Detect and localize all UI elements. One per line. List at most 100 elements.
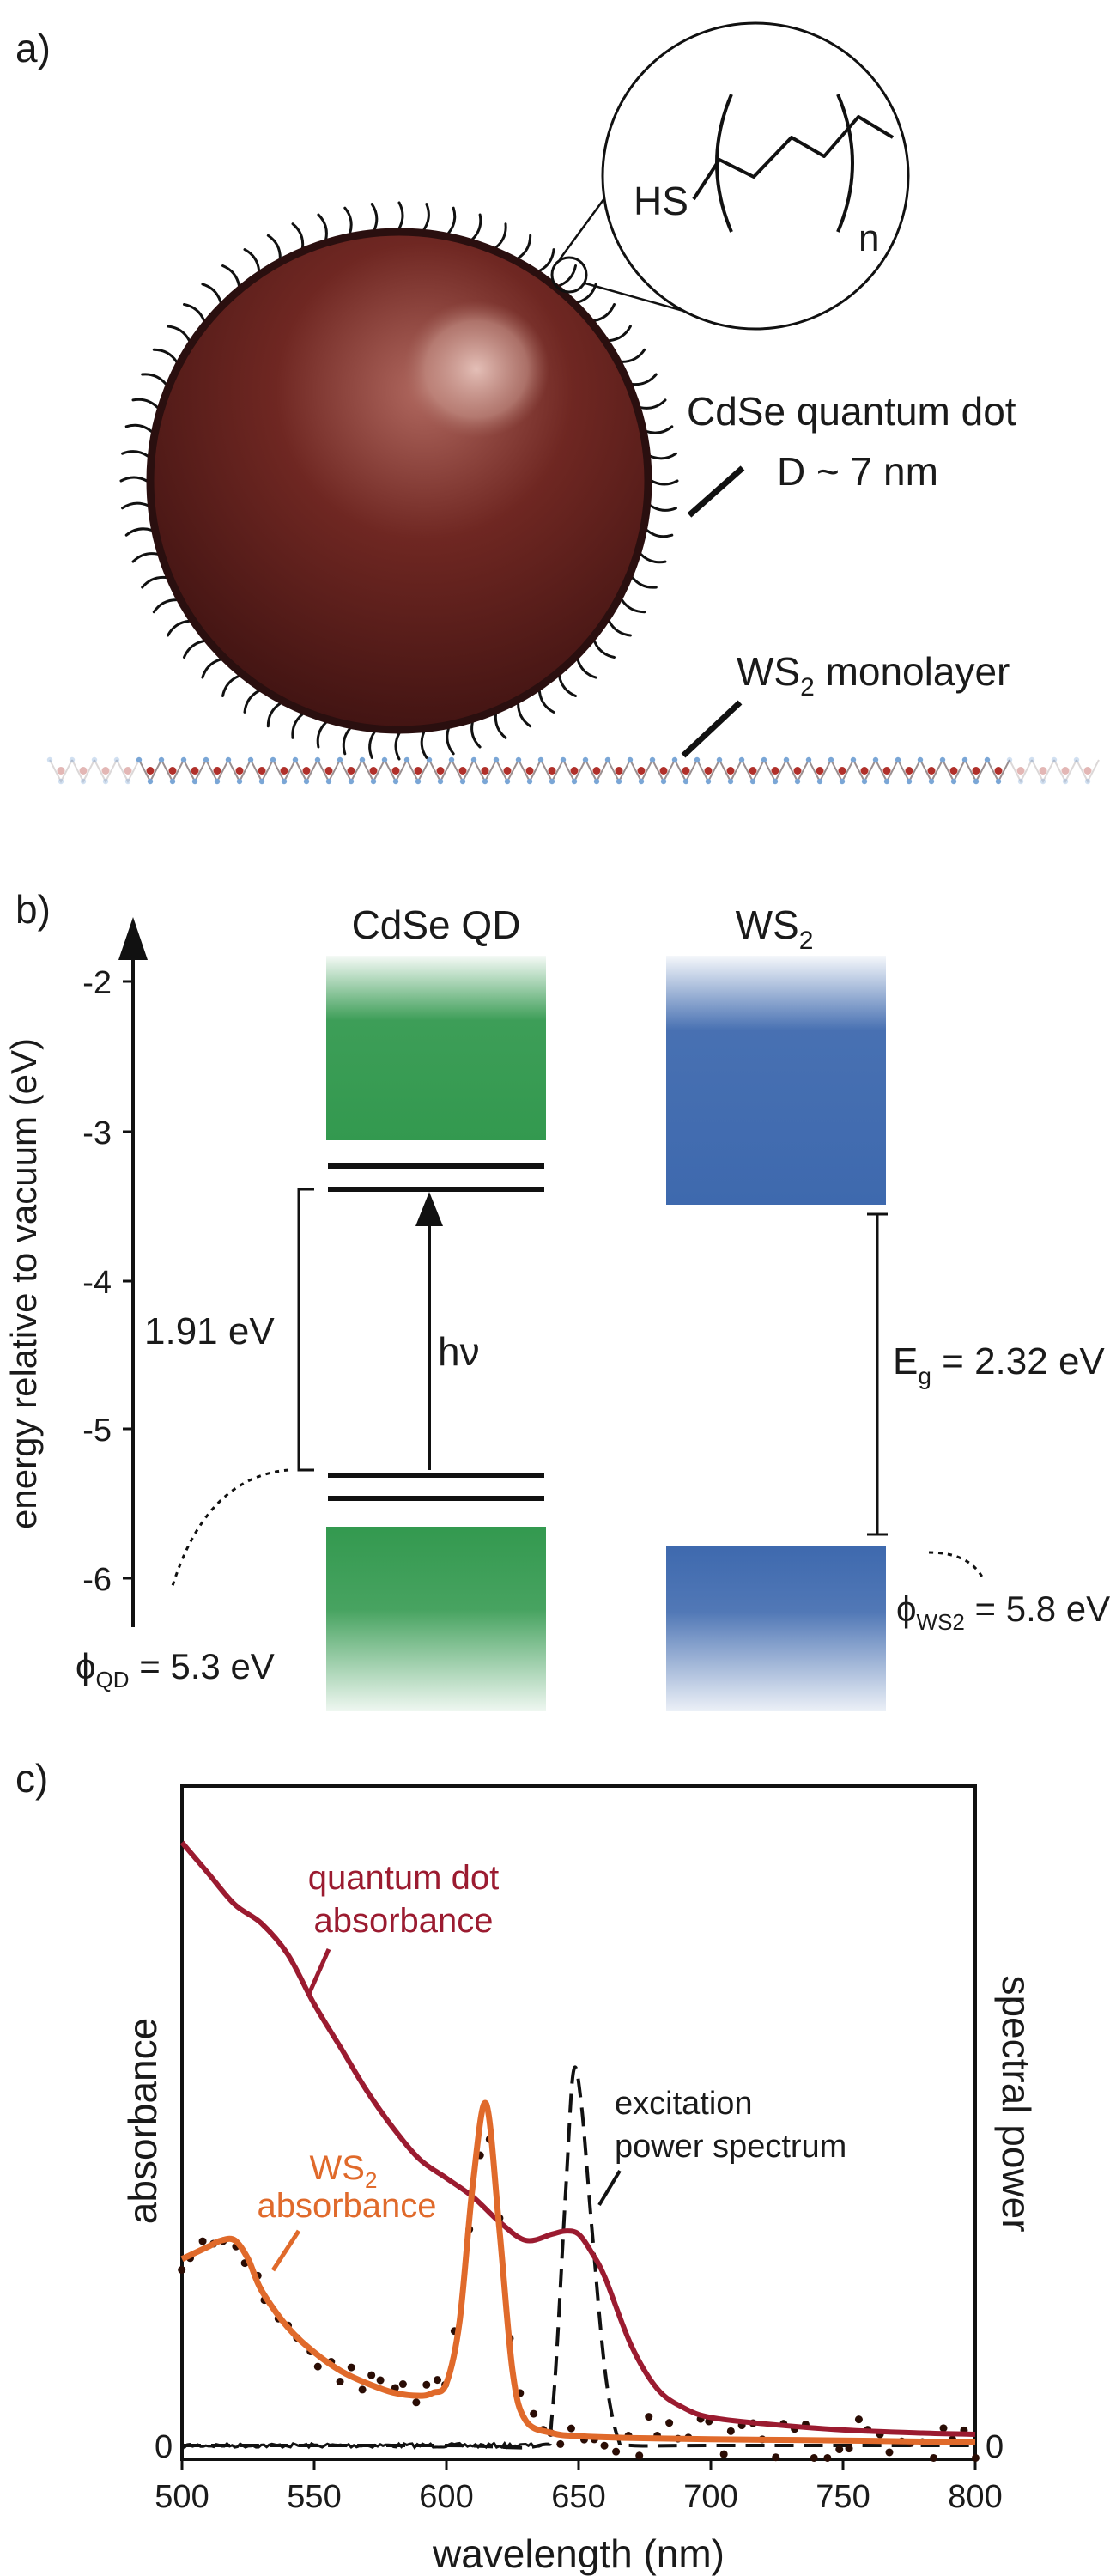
lattice-tungsten-atom <box>816 767 824 775</box>
ligand-hair <box>645 528 674 538</box>
lattice-sulfur-atom <box>749 778 756 785</box>
lattice-sulfur-atom <box>337 756 343 763</box>
phi-ws2-label: ϕWS2 = 5.8 eV <box>896 1589 1110 1635</box>
ligand-hair <box>124 423 154 434</box>
lattice-bond <box>1009 759 1033 784</box>
ws2-data-point <box>567 2424 575 2433</box>
lattice-sulfur-atom <box>448 756 455 763</box>
lattice-tungsten-atom <box>324 767 333 775</box>
lattice-sulfur-atom <box>537 756 544 763</box>
lattice-sulfur-atom <box>761 756 767 763</box>
series-excitation-line <box>182 2065 975 2450</box>
ws2-data-point <box>336 2377 344 2385</box>
lattice-tungsten-atom <box>79 767 88 775</box>
lattice-sulfur-atom <box>191 778 198 785</box>
ligand-hair <box>221 674 240 697</box>
ws2-data-point <box>434 2376 442 2385</box>
lattice-sulfur-atom <box>861 778 868 785</box>
lattice-sulfur-atom <box>381 756 388 763</box>
lattice-sulfur-atom <box>839 778 846 785</box>
ytick-minus2: -2 <box>82 965 112 1001</box>
qd-label-leader <box>687 465 745 518</box>
ligand-hair <box>649 452 677 460</box>
lattice-sulfur-atom <box>549 778 555 785</box>
lattice-tungsten-atom <box>793 767 802 775</box>
lattice-sulfur-atom <box>638 778 645 785</box>
lattice-sulfur-atom <box>794 778 801 785</box>
qd-column-title: CdSe QD <box>352 902 521 947</box>
ws2-data-point <box>772 2453 780 2462</box>
ligand-hair <box>141 575 167 589</box>
x-tick-label: 550 <box>287 2479 341 2515</box>
ligand-hair <box>291 713 304 739</box>
lattice-sulfur-atom <box>850 756 857 763</box>
lattice-sulfur-atom <box>281 778 288 785</box>
lattice-sulfur-atom <box>805 756 812 763</box>
ligand-hair <box>537 248 555 272</box>
x-axis-label: wavelength (nm) <box>432 2531 725 2576</box>
lattice-tungsten-atom <box>191 767 199 775</box>
ligand-hair <box>266 234 282 260</box>
ws2-data-point <box>198 2237 207 2245</box>
ws2-label-leader <box>681 700 743 758</box>
ligand-hair <box>141 373 167 386</box>
lattice-tungsten-atom <box>302 767 311 775</box>
ligand-hair <box>167 325 191 343</box>
lattice-tungsten-atom <box>258 767 266 775</box>
ws2-column-title: WS2 <box>736 902 814 955</box>
quantum-dot-sphere <box>146 228 652 734</box>
lattice-sulfur-atom <box>203 756 209 763</box>
ws2-data-point <box>530 2409 538 2418</box>
lattice-sulfur-atom <box>917 756 924 763</box>
energy-axis-label: energy relative to vacuum (eV) <box>3 1038 44 1529</box>
ligand-hair <box>119 476 149 483</box>
lattice-bond <box>1076 759 1100 784</box>
ws2-data-point <box>635 2451 644 2460</box>
lattice-sulfur-atom <box>560 756 567 763</box>
lattice-tungsten-atom <box>57 767 65 775</box>
ws2-valence-band <box>666 1546 886 1711</box>
ws2-data-point <box>823 2453 832 2462</box>
phi-qd-label: ϕQD = 5.3 eV <box>76 1646 275 1692</box>
lattice-sulfur-atom <box>270 756 276 763</box>
ws2-data-point <box>854 2415 863 2424</box>
lattice-sulfur-atom <box>102 778 109 785</box>
series-layer <box>178 1840 980 2462</box>
lattice-tungsten-atom <box>615 767 623 775</box>
lattice-sulfur-atom <box>872 756 879 763</box>
lattice-tungsten-atom <box>124 767 132 775</box>
lattice-tungsten-atom <box>905 767 913 775</box>
lattice-tungsten-atom <box>704 767 713 775</box>
panel-a-label: a) <box>15 26 51 70</box>
ligand-hair <box>494 713 507 739</box>
ytick-minus3: -3 <box>82 1115 112 1151</box>
ligand-hair <box>183 303 206 322</box>
lattice-sulfur-atom <box>46 756 53 763</box>
lattice-sulfur-atom <box>716 756 723 763</box>
lattice-tungsten-atom <box>458 767 467 775</box>
lattice-sulfur-atom <box>582 756 589 763</box>
lattice-sulfur-atom <box>169 778 176 785</box>
ligand-hair <box>620 598 646 614</box>
ligand-hair <box>517 702 532 728</box>
lattice-tungsten-atom <box>1016 767 1025 775</box>
lattice-bond <box>1031 759 1055 784</box>
qd-annotation-leader <box>306 1947 331 1996</box>
lattice-sulfur-atom <box>247 756 254 763</box>
lattice-bond <box>71 759 95 784</box>
ligand-hair <box>592 303 616 322</box>
lattice-sulfur-atom <box>180 756 187 763</box>
ligand-hair <box>470 720 482 749</box>
ws2-data-point <box>347 2363 355 2372</box>
lattice-sulfur-atom <box>359 756 366 763</box>
lattice-sulfur-atom <box>671 756 678 763</box>
ligand-n-subscript: n <box>858 217 879 259</box>
excitation-annotation-line1: excitation <box>615 2086 753 2122</box>
qd-gap-label: 1.91 eV <box>144 1310 275 1352</box>
lattice-sulfur-atom <box>124 778 131 785</box>
x-tick-label: 650 <box>551 2479 605 2515</box>
lattice-sulfur-atom <box>426 756 433 763</box>
lattice-sulfur-atom <box>604 756 611 763</box>
qd-label-line1: CdSe quantum dot <box>687 389 1016 434</box>
ligand-hairs <box>119 201 679 761</box>
